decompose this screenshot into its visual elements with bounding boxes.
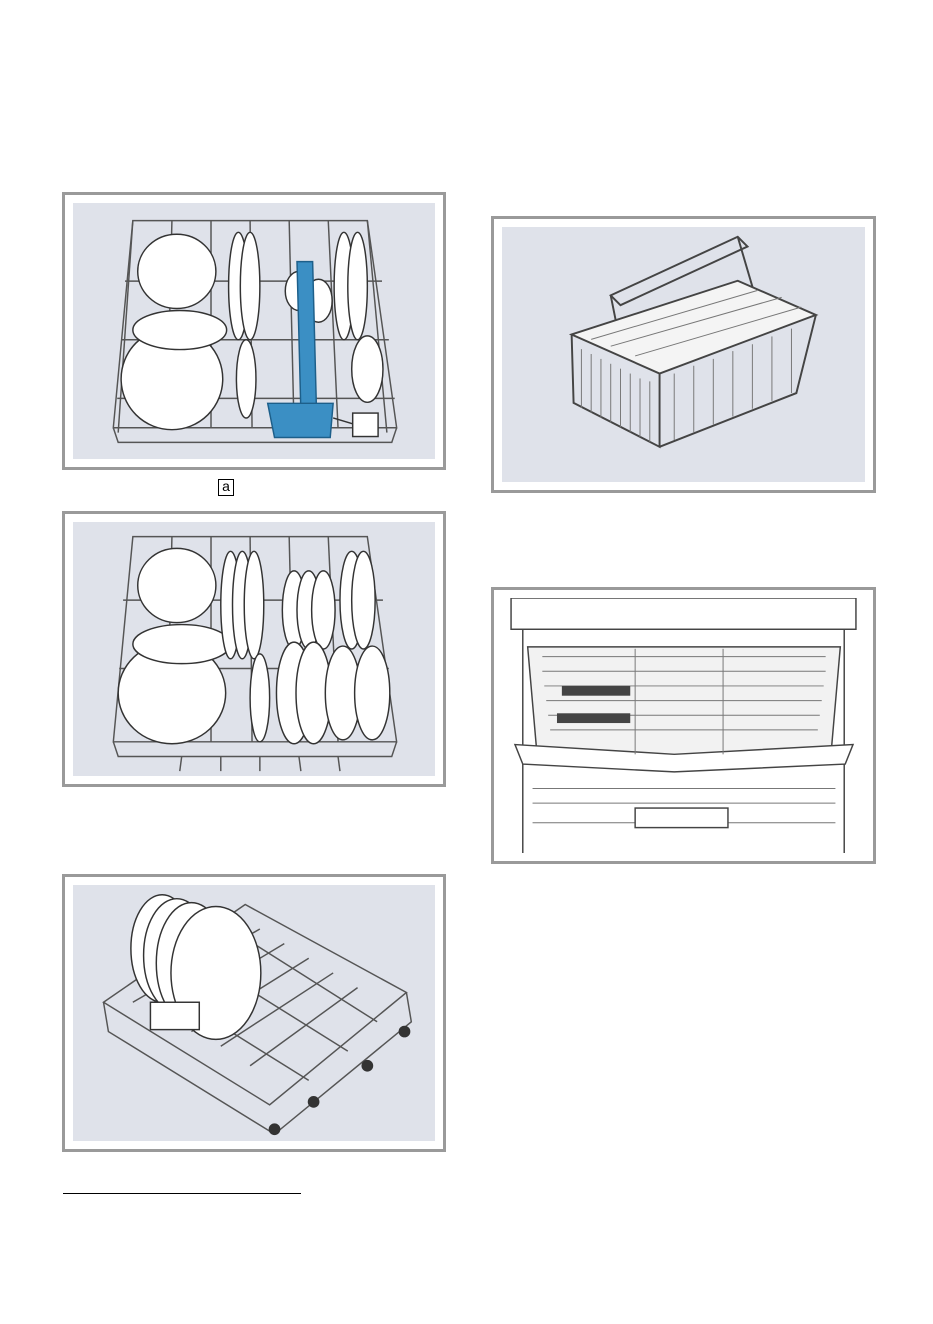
upper-basket-insert-illustration bbox=[73, 203, 435, 459]
upper-basket-plates-illustration bbox=[73, 522, 435, 776]
figure-cutlery-drawer bbox=[491, 587, 876, 864]
figure-upper-basket-plates bbox=[62, 511, 446, 787]
figure-background bbox=[502, 227, 865, 482]
figure-background bbox=[73, 203, 435, 459]
cutlery-basket-illustration bbox=[502, 227, 865, 482]
footnote-separator bbox=[63, 1193, 301, 1194]
figure-background bbox=[73, 885, 435, 1141]
figure-callout-label: a bbox=[218, 479, 234, 496]
figure-background bbox=[502, 598, 865, 853]
figure-lower-basket bbox=[62, 874, 446, 1152]
figure-cutlery-basket bbox=[491, 216, 876, 493]
lower-basket-illustration bbox=[73, 885, 435, 1141]
cutlery-drawer-illustration bbox=[502, 598, 865, 853]
figure-background bbox=[73, 522, 435, 776]
figure-upper-basket-with-insert bbox=[62, 192, 446, 470]
